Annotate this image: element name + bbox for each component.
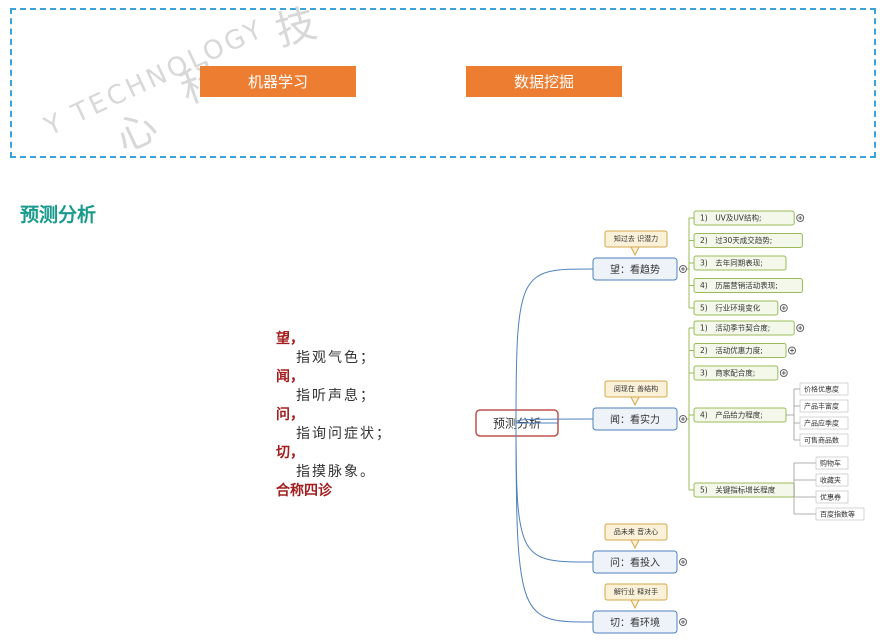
- poem-keyword: 切，: [276, 445, 304, 461]
- leaf-node-label: 可售商品数: [804, 436, 839, 445]
- connector-line: [515, 268, 594, 424]
- leaf-node[interactable]: [815, 473, 849, 487]
- leaf-node-label: 价格优惠度: [804, 385, 839, 394]
- branch-node[interactable]: [592, 407, 678, 431]
- leaf-node[interactable]: [799, 416, 849, 430]
- sub-node-label: 3) 去年同期表现;: [700, 258, 763, 268]
- branch-node[interactable]: [592, 610, 678, 634]
- connector-line: [515, 418, 594, 424]
- sub-node[interactable]: [693, 320, 795, 336]
- poem-keyword: 闻，: [276, 369, 304, 385]
- note-tag-label: 知过去 识潜力: [614, 234, 658, 243]
- dashed-frame: [10, 8, 876, 158]
- leaf-node-label: 优惠券: [820, 493, 841, 502]
- poem-description: 指询问症状；: [296, 426, 392, 442]
- note-tag-label: 品未来 音决心: [614, 527, 658, 536]
- leaf-node[interactable]: [799, 433, 849, 447]
- sub-node[interactable]: [693, 255, 787, 271]
- sub-node[interactable]: [693, 365, 779, 381]
- leaf-node[interactable]: [815, 507, 865, 521]
- sub-node-label: 1) UV及UV结构;: [700, 213, 761, 223]
- note-pointer: [630, 599, 640, 610]
- note-pointer: [630, 396, 640, 407]
- note-pointer: [630, 539, 640, 550]
- note-tag-label: 解行业 释对手: [614, 587, 658, 596]
- sub-node-label: 5) 行业环境变化: [700, 303, 761, 313]
- leaf-node-label: 收藏夹: [820, 476, 841, 485]
- sub-node[interactable]: [693, 233, 803, 248]
- four-diagnoses-poem: 望， 指观气色； 闻， 指听声息； 问， 指询问症状； 切， 指摸脉象。 合称四…: [276, 330, 392, 501]
- note-tag-label: 阅现在 善结构: [614, 384, 658, 393]
- sub-node-label: 2) 过30天成交趋势;: [700, 235, 772, 245]
- sub-node-label: 1) 活动季节契合度;: [700, 323, 770, 333]
- sub-node-label: 3) 商家配合度;: [700, 368, 755, 378]
- branch-node[interactable]: [592, 257, 678, 281]
- branch-node-label: 望：看趋势: [610, 263, 660, 276]
- sub-node[interactable]: [693, 300, 779, 316]
- branch-node-label: 闻：看实力: [610, 413, 660, 426]
- section-title: 预测分析: [20, 204, 97, 226]
- sub-node[interactable]: [693, 210, 795, 226]
- sub-node-label: 4) 产品给力程度;: [700, 410, 763, 420]
- connector-line: [515, 422, 594, 623]
- data-mining-button[interactable]: 数据挖掘: [466, 66, 622, 97]
- leaf-node[interactable]: [799, 399, 849, 413]
- leaf-node-label: 产品丰富度: [804, 402, 839, 411]
- sub-node[interactable]: [693, 278, 803, 293]
- poem-description: 指摸脉象。: [296, 464, 376, 480]
- poem-description: 指观气色；: [296, 350, 376, 366]
- branch-node[interactable]: [592, 550, 678, 574]
- poem-keyword: 望，: [276, 331, 304, 347]
- branch-node-label: 问：看投入: [610, 556, 660, 569]
- leaf-node-label: 产品应季度: [804, 419, 839, 428]
- poem-keyword: 问，: [276, 407, 304, 423]
- connector-line: [515, 422, 594, 563]
- sub-node-label: 5) 关键指标增长程度: [700, 485, 776, 495]
- sub-node[interactable]: [693, 343, 787, 358]
- poem-closing: 合称四诊: [276, 483, 332, 499]
- sub-node-label: 2) 活动优惠力度;: [700, 345, 763, 355]
- note-pointer: [630, 246, 640, 257]
- branch-node-label: 切：看环境: [610, 616, 660, 629]
- leaf-node[interactable]: [799, 382, 849, 396]
- machine-learning-button[interactable]: 机器学习: [200, 66, 356, 97]
- leaf-node-label: 百度指数等: [820, 510, 855, 519]
- sub-node-label: 4) 历届营销活动表现;: [700, 280, 778, 290]
- leaf-node[interactable]: [815, 456, 849, 470]
- leaf-node-label: 购物车: [820, 459, 841, 468]
- leaf-node[interactable]: [815, 490, 849, 504]
- poem-description: 指听声息；: [296, 388, 376, 404]
